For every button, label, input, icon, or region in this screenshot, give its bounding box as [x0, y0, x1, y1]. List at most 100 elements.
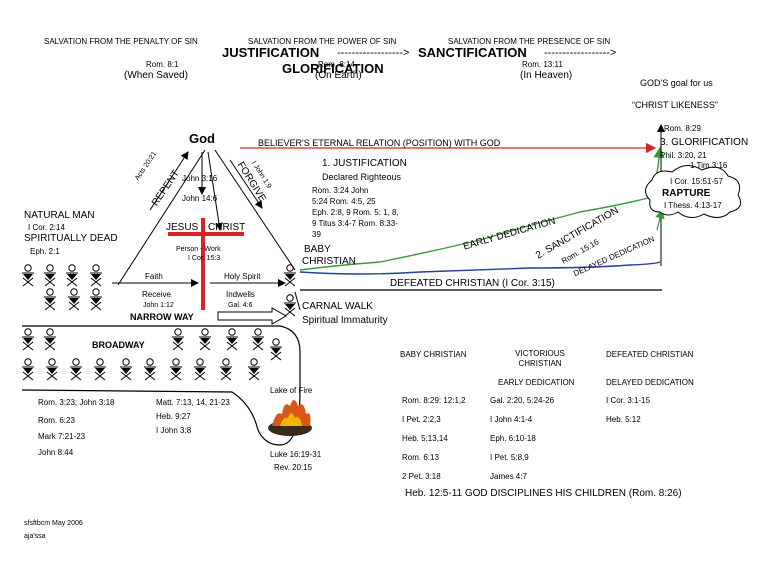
ref-line: Rom. 6:23 [38, 416, 75, 425]
table-cell: I Cor. 3:1-15 [606, 396, 651, 405]
baby-christian-2: CHRISTIAN [302, 256, 356, 267]
broadway-label: BROADWAY [92, 340, 145, 350]
person-icon [169, 358, 183, 381]
rom81-ref: Rom. 8:1 [146, 60, 179, 69]
table-cell: James 4:7 [490, 472, 527, 481]
refs-column-1: Rom. 3:23; John 3:18 Rom. 6:23 Mark 7:21… [38, 398, 115, 464]
ref-line: Rom. 3:24 John [312, 186, 369, 195]
ref-line: 5:24 Rom. 4:5, 25 [312, 197, 376, 206]
luke-ref: Luke 16:19-31 [270, 450, 322, 459]
table-cell: Heb. 5:12 [606, 415, 641, 424]
person-icon [21, 328, 35, 351]
god-label: God [189, 131, 215, 146]
table-header-early: EARLY DEDICATION [498, 378, 575, 387]
table-cell: Rom. 8:29: 12:1,2 [402, 396, 466, 405]
jesus-label: JESUS [166, 222, 199, 233]
person-icon [193, 358, 207, 381]
god-down-arrow-2 [207, 151, 223, 231]
ref-line: Mark 7:21-23 [38, 432, 86, 441]
triangle-right-side [214, 149, 296, 271]
lake-of-fire-label: Lake of Fire [270, 386, 313, 395]
presence-heading: SALVATION FROM THE PRESENCE OF SIN [448, 37, 611, 46]
john146-ref: John 14:6 [182, 194, 218, 203]
person-icon [67, 288, 81, 311]
rom814-ref: Rom. 8:14 [318, 60, 355, 69]
table-header-baby: BABY CHRISTIAN [400, 350, 467, 359]
indwells-label: Indwells [226, 290, 255, 299]
ref-line: John 8:44 [38, 448, 74, 457]
table-cell: Eph. 6:10-18 [490, 434, 536, 443]
ref-line: 9 Titus 3:4-7 Rom. 8:33- [312, 219, 398, 228]
person-icon [171, 328, 185, 351]
table-cell: Gal. 2:20, 5:24-26 [490, 396, 555, 405]
table-column-defeated: I Cor. 3:1-15 Heb. 5:12 [606, 396, 650, 434]
triangle-left-side [117, 149, 206, 286]
phil-ref: Phil. 3:20, 21 [660, 151, 707, 160]
rapture-label: RAPTURE [662, 188, 711, 199]
person-icon [43, 288, 57, 311]
person-work: Person - Work [176, 246, 221, 253]
person-icon [69, 358, 83, 381]
table-header-delayed: DELAYED DEDICATION [606, 378, 694, 387]
ref-line: Eph. 2:8, 9 Rom. 5: 1, 8, [312, 208, 399, 217]
person-icon [21, 264, 35, 287]
arrow-text-1: ------------------> [337, 47, 410, 59]
arrow-text-2: ------------------> [544, 47, 617, 59]
john112-ref: John 1:12 [143, 302, 174, 309]
carnal-divider [294, 291, 301, 311]
person-icon [65, 264, 79, 287]
person-icon [225, 328, 239, 351]
table-header-victorious-2: CHRISTIAN [518, 359, 562, 368]
discipline-footer: Heb. 12:5-11 GOD DISCIPLINES HIS CHILDRE… [405, 488, 682, 499]
person-icon [89, 288, 103, 311]
person-icon [143, 358, 157, 381]
in-heaven: (In Heaven) [520, 70, 573, 81]
penalty-heading: SALVATION FROM THE PENALTY OF SIN [44, 37, 198, 46]
table-header-victorious-1: VICTORIOUS [515, 349, 565, 358]
christ-likeness: “CHRIST LIKENESS” [632, 100, 718, 110]
spiritually-dead: SPIRITUALLY DEAD [24, 233, 118, 244]
natural-man: NATURAL MAN [24, 210, 95, 221]
person-icon [43, 328, 57, 351]
person-icon [45, 358, 59, 381]
glorification-step: 3. GLORIFICATION [660, 137, 749, 148]
glorification-title: GLORIFICATION [282, 61, 384, 76]
icor153-ref: I Cor. 15:3 [188, 255, 221, 262]
table-column-baby: Rom. 8:29: 12:1,2 I Pet. 2:2,3 Heb. 5:13… [402, 396, 466, 491]
justification-title: JUSTIFICATION [222, 45, 320, 60]
credit-line-1: sfsftbcm May 2006 [24, 520, 83, 527]
table-header-defeated: DEFEATED CHRISTIAN [606, 350, 694, 359]
carnal-walk: CARNAL WALK [302, 301, 373, 312]
spiritual-immaturity: Spiritual Immaturity [302, 315, 388, 326]
tim-ref: 1 Tim 3:16 [690, 161, 728, 170]
lake-of-fire-icon [268, 400, 312, 436]
defeated-christian: DEFEATED CHRISTIAN (I Cor. 3:15) [390, 278, 555, 289]
delayed-dedication-line [299, 261, 661, 275]
eph21-ref: Eph. 2:1 [30, 247, 60, 256]
table-cell: 2 Pet. 3:18 [402, 472, 441, 481]
person-icon [119, 358, 133, 381]
baby-christian-1: BABY [304, 244, 331, 255]
rapture-cloud [645, 165, 742, 218]
ref-line: Rom. 3:23; John 3:18 [38, 398, 115, 407]
table-column-victorious: Gal. 2:20, 5:24-26 I John 4:1-4 Eph. 6:1… [490, 396, 554, 491]
christ-label: CHRIST [208, 222, 246, 233]
justification-step: 1. JUSTIFICATION [322, 158, 407, 169]
table-cell: Heb. 5:13,14 [402, 434, 448, 443]
receive-label: Receive [142, 290, 171, 299]
repent-arrow [149, 151, 189, 211]
ref-line: 39 [312, 230, 321, 239]
refs-column-2: Matt. 7:13, 14, 21-23 Heb. 9:27 I John 3… [156, 398, 230, 440]
relation-label: BELIEVER'S ETERNAL RELATION (POSITION) W… [258, 138, 501, 148]
on-earth: (On Earth) [315, 70, 362, 81]
table-cell: I John 4:1-4 [490, 415, 533, 424]
person-icon [219, 358, 233, 381]
table-cell: I Pet. 2:2,3 [402, 415, 441, 424]
icor214-ref: I Cor. 2:14 [28, 223, 65, 232]
sanctification-title: SANCTIFICATION [418, 45, 527, 60]
narrow-way-label: NARROW WAY [130, 312, 194, 322]
broadway-funnel [21, 325, 301, 446]
justification-refs: Rom. 3:24 John 5:24 Rom. 4:5, 25 Eph. 2:… [312, 186, 399, 241]
gods-goal: GOD'S goal for us [640, 78, 713, 88]
credit-line-2: aja'ssa [24, 533, 46, 540]
